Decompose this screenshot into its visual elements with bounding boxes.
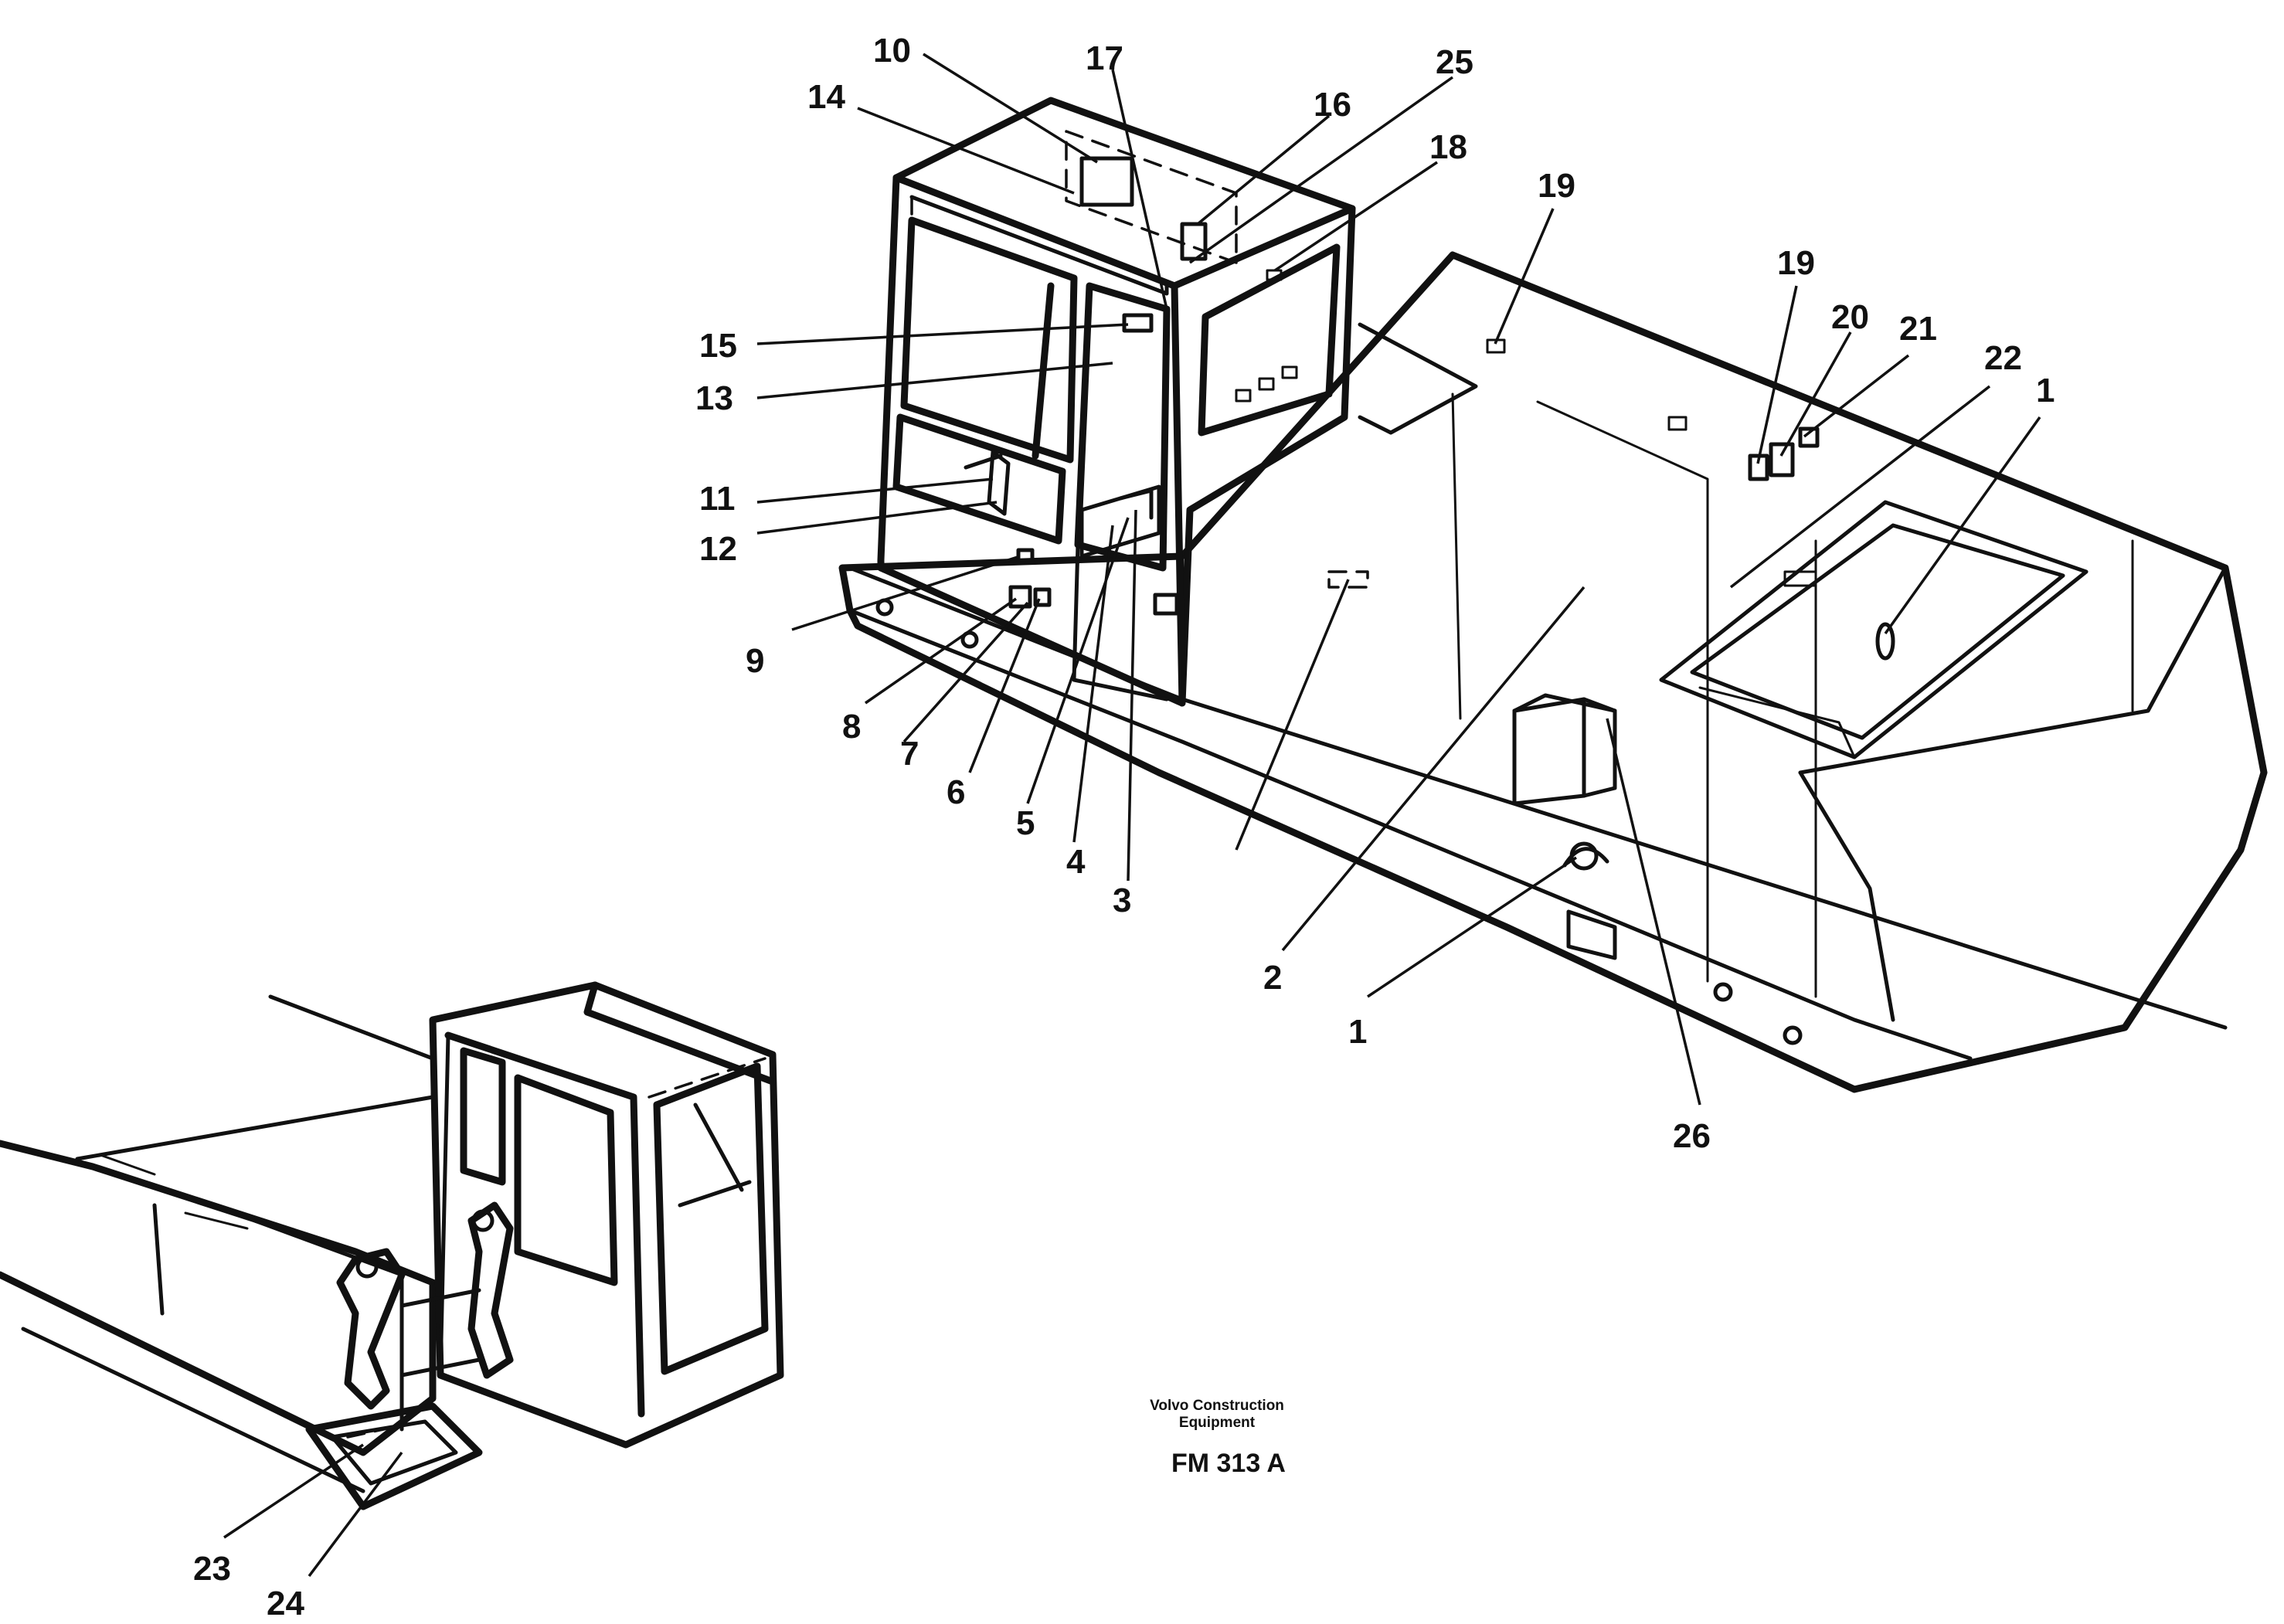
callout-19b: 19 bbox=[1777, 244, 1815, 282]
drawing-caption: Volvo Construction Equipment FM 313 A bbox=[1150, 1398, 1286, 1478]
callout-15: 10 bbox=[873, 32, 911, 70]
leader-18 bbox=[1274, 161, 1438, 272]
callout-8: 8 bbox=[842, 708, 861, 746]
inset-machine-drawing bbox=[0, 981, 784, 1510]
main-cab-drawing bbox=[877, 97, 1356, 707]
leader-14 bbox=[857, 107, 1075, 195]
callout-6: 6 bbox=[947, 773, 965, 811]
leader-2b bbox=[1281, 586, 1586, 952]
leader-3 bbox=[1127, 509, 1137, 882]
leader-19a bbox=[1494, 208, 1555, 345]
leader-12 bbox=[756, 362, 1113, 399]
callout-17: 17 bbox=[1086, 39, 1123, 77]
callout-3: 3 bbox=[1113, 882, 1131, 919]
caption-drawing-code: FM 313 A bbox=[1171, 1449, 1286, 1478]
leader-25 bbox=[1188, 76, 1454, 264]
leader-20 bbox=[1779, 331, 1852, 457]
caption-company-line1: Volvo Construction bbox=[1150, 1398, 1284, 1414]
leader-15 bbox=[923, 53, 1098, 164]
callout-1a: 1 bbox=[2036, 372, 2055, 409]
leader-1b bbox=[1367, 856, 1577, 998]
callout-23: 23 bbox=[193, 1550, 231, 1588]
callout-10: 12 bbox=[699, 530, 737, 568]
callout-5: 5 bbox=[1016, 804, 1035, 842]
callout-13: 15 bbox=[699, 327, 737, 365]
callout-26: 26 bbox=[1673, 1117, 1711, 1155]
callout-14: 14 bbox=[807, 78, 845, 116]
leader-7 bbox=[902, 601, 1029, 743]
leader-13 bbox=[756, 323, 1129, 345]
leader-5 bbox=[1026, 517, 1130, 804]
callout-18: 18 bbox=[1429, 128, 1467, 166]
callout-2a: 2 bbox=[1263, 959, 1282, 997]
leader-lines bbox=[223, 53, 2041, 1578]
leader-26 bbox=[1606, 718, 1701, 1106]
leader-21 bbox=[1803, 354, 1910, 438]
leader-8 bbox=[865, 597, 1017, 705]
callout-19a: 19 bbox=[1538, 167, 1575, 205]
callout-11: 11 bbox=[699, 480, 736, 518]
caption-company-line2: Equipment bbox=[1179, 1415, 1256, 1431]
leader-9 bbox=[791, 555, 1021, 631]
callout-9: 9 bbox=[746, 642, 764, 680]
leader-17 bbox=[1111, 69, 1168, 310]
leader-4 bbox=[1072, 525, 1114, 843]
callout-20: 20 bbox=[1831, 298, 1869, 336]
callout-7: 7 bbox=[900, 735, 919, 773]
leader-19b bbox=[1756, 285, 1798, 464]
callout-24: 24 bbox=[267, 1585, 304, 1622]
leader-11 bbox=[756, 477, 994, 504]
leader-23 bbox=[223, 1443, 364, 1539]
leader-24 bbox=[308, 1451, 403, 1578]
leader-2a bbox=[1235, 579, 1350, 851]
callout-22: 22 bbox=[1984, 339, 2022, 377]
callout-16: 16 bbox=[1314, 86, 1351, 124]
callout-12: 13 bbox=[695, 379, 733, 417]
callout-21: 21 bbox=[1899, 310, 1937, 348]
leader-16 bbox=[1196, 114, 1331, 226]
leader-1a bbox=[1884, 416, 2041, 635]
callout-25: 25 bbox=[1436, 43, 1473, 81]
main-machine-drawing bbox=[838, 251, 2268, 1093]
leader-22 bbox=[1729, 385, 1991, 589]
leader-6 bbox=[968, 598, 1041, 773]
leader-10 bbox=[756, 501, 998, 535]
callout-numbers: 10 14 17 16 25 18 19 19 20 21 22 1 15 13… bbox=[193, 32, 2055, 1622]
callout-1b: 1 bbox=[1348, 1013, 1367, 1051]
callout-4: 4 bbox=[1066, 843, 1086, 881]
